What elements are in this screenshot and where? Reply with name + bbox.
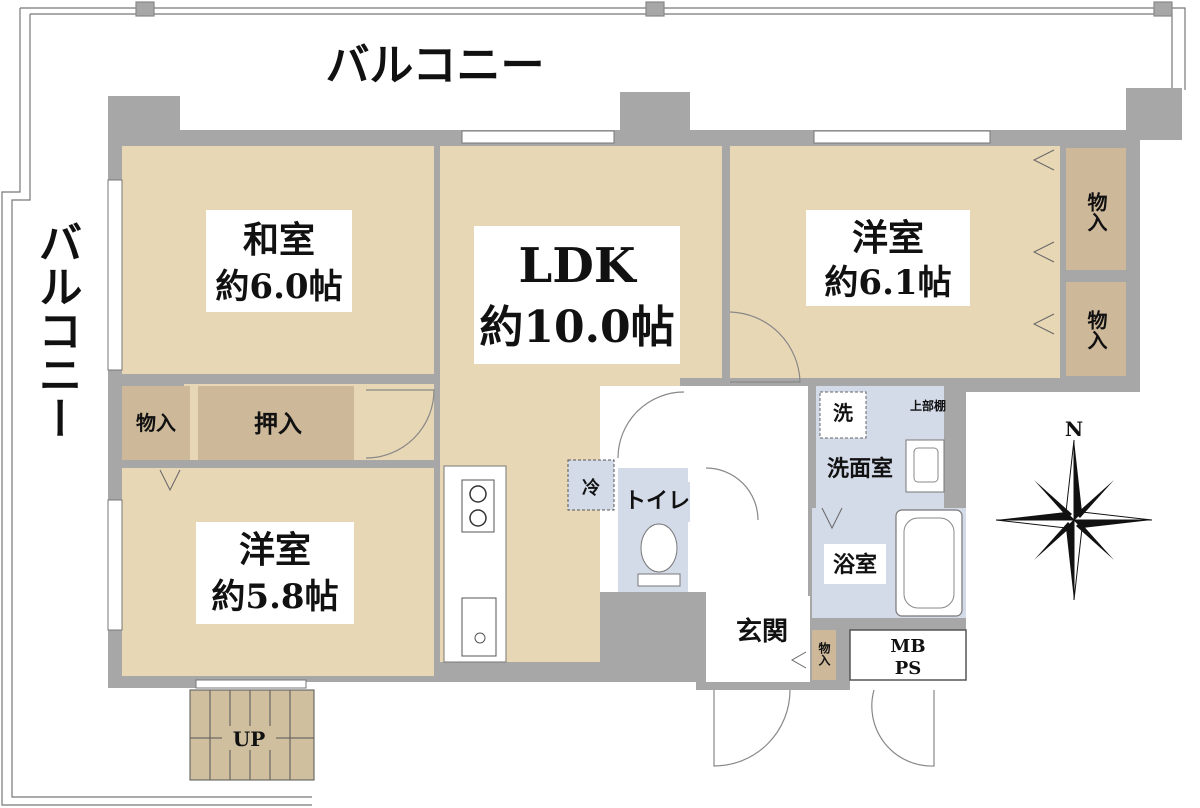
mono-left-box <box>122 386 190 460</box>
mb-ps-box <box>849 629 967 681</box>
closet-markers <box>159 149 1055 669</box>
toilet-tank <box>637 573 681 587</box>
kitchen-sink <box>461 597 497 657</box>
mono-left-label: 物入 <box>136 411 176 435</box>
washbasin-bowl <box>913 447 939 483</box>
mono-entrance-box <box>812 630 836 680</box>
fridge-box <box>567 459 615 511</box>
balcony-top-label: バルコニー <box>325 40 544 91</box>
drain-icon <box>474 632 486 644</box>
stove <box>461 479 495 533</box>
bathtub-inner <box>903 517 955 609</box>
washitsu-size: 約6.0帖 <box>215 267 342 307</box>
mb-label: MB <box>890 636 925 657</box>
kitchen-counter <box>443 459 615 663</box>
stairs-label: UP <box>233 727 265 751</box>
hall-upper-floor <box>686 382 808 598</box>
stairs-label-bg <box>222 726 276 750</box>
label-backgrounds <box>196 210 970 652</box>
youshitsu-east-name: 洋室 <box>852 217 924 259</box>
washitsu-name: 和室 <box>243 219 315 261</box>
balcony-left-label: バルコニー <box>31 220 82 440</box>
compass-rose-icon <box>995 439 1153 601</box>
mono-lower-box <box>1066 282 1126 376</box>
mono-upper-box <box>1066 148 1126 270</box>
senmenshitsu-name: 洗面室 <box>827 456 893 482</box>
mono-upper-label: 物入 <box>1084 191 1108 232</box>
burner-icon <box>469 509 487 527</box>
windows <box>107 130 991 689</box>
oshiire-label: 押入 <box>254 409 302 438</box>
burner-icon <box>469 485 487 503</box>
yokushitsu-name: 浴室 <box>833 552 877 578</box>
mono-lower-label: 物入 <box>1084 309 1108 350</box>
compass-north-label: N <box>1065 417 1083 441</box>
toilet-name: トイレ <box>624 488 690 514</box>
mono-entrance-label: 物入 <box>817 641 831 667</box>
upper-shelf-label: 上部棚 <box>910 398 946 413</box>
room-floors <box>122 146 1060 682</box>
wet-areas <box>618 386 966 618</box>
toilet-bowl <box>640 523 678 573</box>
oshiire-box <box>198 386 354 460</box>
bathtub <box>895 509 963 617</box>
storage-units <box>122 148 1126 681</box>
door-swings <box>365 311 935 767</box>
fridge-label: 冷 <box>582 477 600 499</box>
ldk-name: LDK <box>518 238 637 294</box>
washer-label: 洗 <box>833 401 853 425</box>
youshitsu-west-name: 洋室 <box>239 529 311 571</box>
youshitsu-west-size: 約5.8帖 <box>211 577 338 617</box>
washer-box <box>819 391 867 439</box>
genkan-name: 玄関 <box>736 616 788 647</box>
ldk-size: 約10.0帖 <box>479 302 674 353</box>
youshitsu-east-size: 約6.1帖 <box>824 263 951 303</box>
ps-label: PS <box>895 658 922 679</box>
